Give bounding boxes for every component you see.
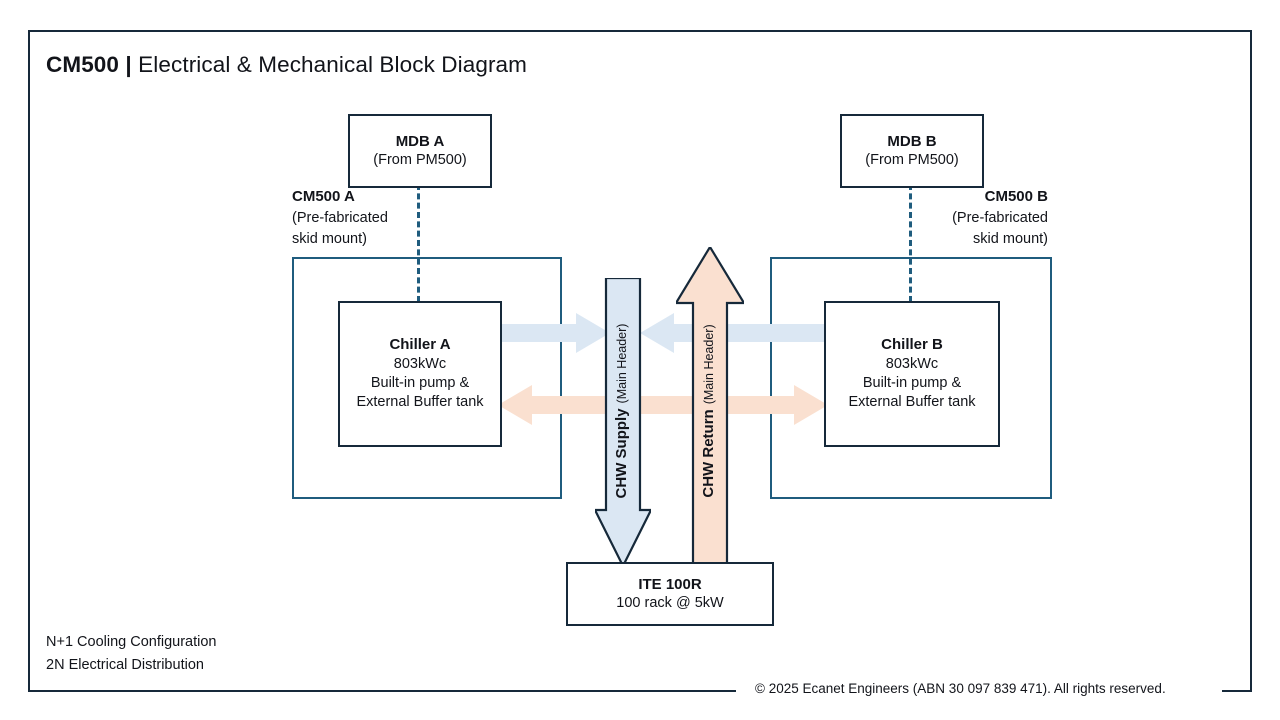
skid-a-header: CM500 A [292, 188, 355, 205]
skid-enclosure-cm500-a [292, 257, 562, 499]
title-brand: CM500 [46, 52, 120, 77]
chw-supply-header-arrow [595, 278, 651, 566]
note-cooling: N+1 Cooling Configuration [46, 634, 217, 650]
skid-b-line2: (Pre-fabricated [952, 209, 1048, 226]
skid-label-cm500-a: CM500 A (Pre-fabricated skid mount) [292, 186, 492, 250]
mdb-a-source: (From PM500) [373, 152, 467, 169]
chiller-b-block[interactable]: Chiller B 803kWc Built-in pump & Externa… [824, 301, 1000, 447]
note-electrical: 2N Electrical Distribution [46, 657, 204, 674]
chiller-b-line3: Built-in pump & [862, 375, 962, 392]
supply-flow-arrow-b [640, 313, 828, 353]
title-separator: | [125, 52, 132, 77]
skid-a-line3: skid mount) [292, 230, 367, 247]
skid-b-line3: skid mount) [973, 230, 1048, 247]
frame-top-border [28, 30, 1252, 32]
mdb-b-block[interactable]: MDB B (From PM500) [840, 114, 984, 188]
chiller-b-header: Chiller B [881, 336, 943, 354]
chiller-a-header: Chiller A [389, 336, 451, 354]
page-title: CM500 | Electrical & Mechanical Block Di… [46, 52, 527, 78]
chiller-b-line4: External Buffer tank [848, 394, 976, 411]
frame-right-border [1250, 30, 1252, 692]
ite-header: ITE 100R [638, 575, 702, 593]
mdb-a-header: MDB A [395, 132, 445, 150]
title-subtitle: Electrical & Mechanical Block Diagram [138, 52, 528, 77]
chiller-a-block[interactable]: Chiller A 803kWc Built-in pump & Externa… [338, 301, 502, 447]
chw-return-label-main: CHW Return [700, 409, 717, 498]
mdb-b-header: MDB B [887, 132, 937, 150]
chw-supply-label-main: CHW Supply [613, 408, 630, 499]
electrical-feed-line-a [417, 184, 420, 302]
ite-capacity: 100 rack @ 5kW [616, 595, 724, 612]
supply-flow-arrow-a [498, 313, 610, 353]
frame-bottom-border-left [28, 690, 736, 692]
chw-supply-label: CHW Supply (Main Header) [613, 324, 633, 499]
frame-left-border [28, 30, 30, 692]
skid-label-cm500-b: CM500 B (Pre-fabricated skid mount) [848, 186, 1048, 250]
chw-return-label: CHW Return (Main Header) [700, 324, 720, 497]
electrical-feed-line-b [909, 184, 912, 302]
return-flow-arrow-a [498, 385, 698, 425]
ite-load-block[interactable]: ITE 100R 100 rack @ 5kW [566, 562, 774, 626]
chiller-a-line3: Built-in pump & [370, 375, 470, 392]
copyright-footer: © 2025 Ecanet Engineers (ABN 30 097 839 … [755, 681, 1166, 696]
mdb-a-block[interactable]: MDB A (From PM500) [348, 114, 492, 188]
chiller-a-capacity: 803kWc [393, 356, 447, 373]
chiller-a-line4: External Buffer tank [356, 394, 484, 411]
chw-return-label-sub: (Main Header) [702, 324, 716, 405]
chw-supply-label-sub: (Main Header) [615, 323, 629, 404]
skid-b-header: CM500 B [984, 188, 1048, 205]
chiller-b-capacity: 803kWc [885, 356, 939, 373]
chw-return-header-arrow [676, 247, 744, 567]
frame-bottom-border-right [1222, 690, 1252, 692]
mdb-b-source: (From PM500) [865, 152, 959, 169]
skid-a-line2: (Pre-fabricated [292, 209, 388, 226]
return-flow-arrow-b [700, 385, 828, 425]
configuration-notes: N+1 Cooling Configuration 2N Electrical … [46, 631, 216, 677]
